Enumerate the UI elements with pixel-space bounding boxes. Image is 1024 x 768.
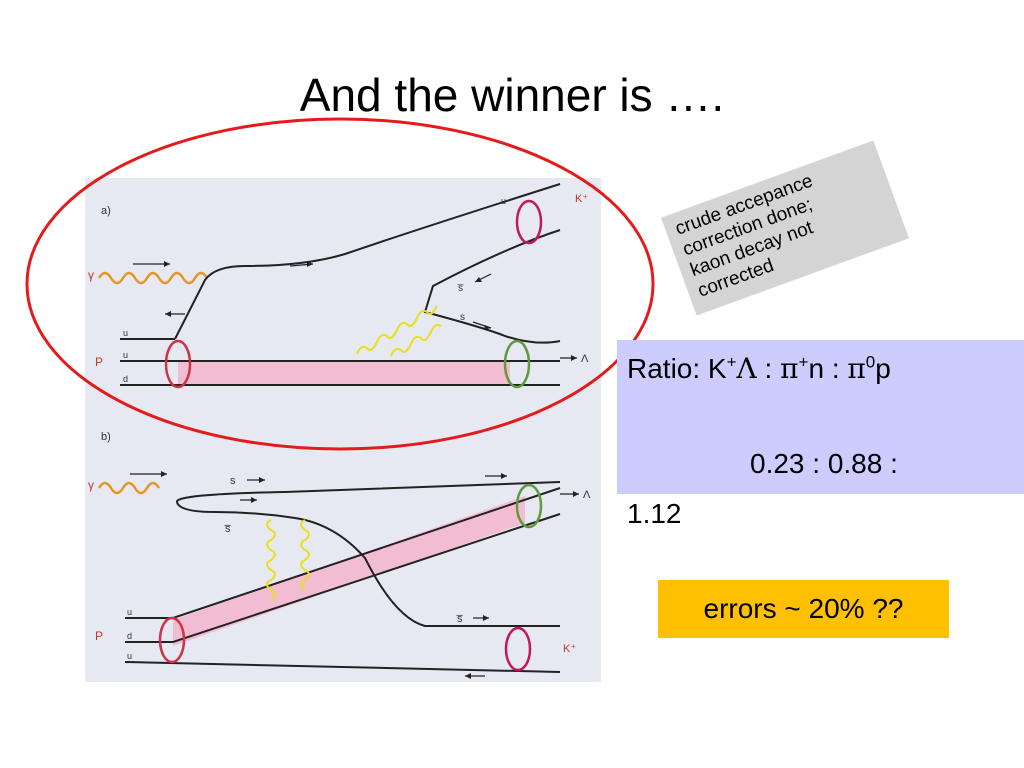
panel-a-quark-3: d xyxy=(123,374,128,384)
panel-b-gluon-1 xyxy=(266,519,276,601)
panel-a-lambda-arrow-head xyxy=(571,355,577,361)
panel-a-lambda-label: Λ xyxy=(581,353,589,365)
panel-a-lambda-oval xyxy=(503,339,531,389)
panel-a-s: s xyxy=(460,312,465,323)
ratio-box xyxy=(617,340,1024,494)
panel-a-arrow-fwd-head xyxy=(307,261,313,267)
ratio-sup-1: + xyxy=(726,352,737,372)
panel-a-struck-quark xyxy=(174,183,561,340)
panel-a-sbar-arrow-head xyxy=(475,277,482,282)
panel-b-label: b) xyxy=(101,431,111,443)
panel-b-s-sbar-loop xyxy=(176,481,561,627)
panel-b-kaon-oval xyxy=(504,626,532,672)
panel-b-sbar-2: s̅ xyxy=(456,613,464,625)
panel-b-sbar-2-arrow-head xyxy=(483,615,489,621)
panel-a-quark-1: u xyxy=(123,328,128,338)
ratio-heading: Ratio: K+Λ : π+n : π0p xyxy=(627,352,891,385)
slide-title: And the winner is …. xyxy=(299,69,725,121)
panel-b-photon-arrowhead xyxy=(161,471,167,477)
ratio-values-wrap: 1.12 xyxy=(627,498,682,529)
panel-a-label: a) xyxy=(101,205,111,217)
ratio-pi-2: π xyxy=(847,352,866,385)
panel-b-quark-2: d xyxy=(127,631,132,641)
panel-b-photon-wave xyxy=(97,481,161,495)
panel-a-top-quark: u xyxy=(501,196,506,206)
ratio-sup-2: + xyxy=(798,352,809,372)
panel-a-photon-arrowhead xyxy=(164,261,170,267)
panel-b-quark-3: u xyxy=(127,651,132,661)
panel-a-proton-tube xyxy=(178,360,510,386)
panel-a-s-arrow-head xyxy=(484,325,491,330)
panel-b-sbar: s̅ xyxy=(224,523,232,535)
panel-b-proton-label: P xyxy=(95,629,103,643)
panel-b-gamma: γ xyxy=(88,478,94,492)
panel-b-quark-1: u xyxy=(127,607,132,617)
ratio-lambda: Λ xyxy=(736,352,757,385)
panel-a-s-sbar-pair xyxy=(423,229,561,344)
panel-a-arrow-back-head xyxy=(165,311,171,317)
feynman-diagram: a) γ u u d P u s̅ s K⁺ xyxy=(85,178,601,682)
panel-a-photon-wave xyxy=(97,271,209,285)
ratio-sup-3: 0 xyxy=(865,352,876,372)
panel-a-gluon-2 xyxy=(390,323,442,357)
panel-b-back-arrow-head xyxy=(465,673,471,679)
panel-a: a) γ u u d P u s̅ s K⁺ xyxy=(88,183,589,389)
panel-a-kaon-oval xyxy=(515,199,543,245)
ratio-prefix: Ratio: K xyxy=(627,353,727,384)
panel-b-s-arrow-head xyxy=(259,477,265,483)
panel-b-lambda-label: Λ xyxy=(583,489,591,501)
panel-a-gamma: γ xyxy=(88,268,94,282)
panel-b-quark-line-3 xyxy=(124,661,561,673)
panel-b-lambda-arrow-head xyxy=(573,491,579,497)
panel-a-proton-oval xyxy=(164,339,192,389)
panel-b-quark-line-2 xyxy=(125,513,561,643)
panel-b-proton-tube xyxy=(173,496,525,646)
panel-a-quark-2: u xyxy=(123,350,128,360)
ratio-sep-1: : xyxy=(756,353,781,384)
ratio-n: n : xyxy=(808,353,848,384)
panel-a-sbar: s̅ xyxy=(457,283,463,294)
diagram-background xyxy=(85,178,601,682)
panel-b-gluon-2 xyxy=(300,519,310,591)
errors-badge: errors ~ 20% ?? xyxy=(658,580,949,638)
panel-a-kaon-label: K⁺ xyxy=(575,193,588,205)
panel-b: b) γ u d u P s s̅ s̅ xyxy=(88,431,591,679)
panel-b-lambda-oval xyxy=(515,483,543,529)
panel-b-kaon-label: K⁺ xyxy=(563,643,576,655)
ratio-values: 0.23 : 0.88 : xyxy=(750,448,898,479)
highlight-ellipse xyxy=(25,117,655,451)
panel-b-sbar-arrow-head xyxy=(251,497,257,503)
panel-b-proton-oval xyxy=(158,616,186,664)
panel-a-proton-label: P xyxy=(95,355,103,369)
panel-a-gluon-1 xyxy=(356,305,438,355)
panel-b-s-arrow-2-head xyxy=(501,473,507,479)
ratio-p: p xyxy=(875,353,891,384)
panel-b-s: s xyxy=(230,475,236,487)
ratio-pi-1: π xyxy=(780,352,799,385)
